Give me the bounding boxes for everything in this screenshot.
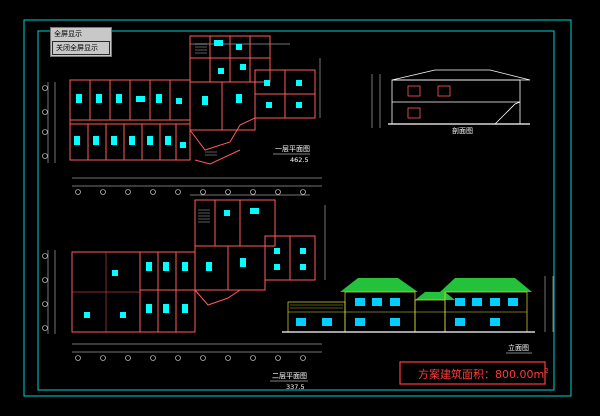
sheet-inner-frame (37, 30, 555, 391)
sheet-outer-frame (23, 19, 572, 397)
first-floor-plan: 一层平面图 462.5 (42, 35, 322, 195)
elevation-title: 立面图 (508, 343, 529, 352)
plan1-title: 一层平面图 (275, 145, 310, 153)
plan2-area: 337.5 (286, 383, 305, 391)
context-menu: 全屏显示 关闭全屏显示 (50, 27, 112, 57)
plan1-area: 462.5 (290, 156, 309, 164)
building-section: 剖面图 (371, 69, 531, 135)
front-elevation: 立面图 (282, 276, 554, 354)
menu-item-fullscreen[interactable]: 全屏显示 (54, 30, 82, 38)
building-area-note: 方案建筑面积：800.00m2 (399, 361, 549, 385)
menu-item-exit-fullscreen[interactable]: 关闭全屏显示 (52, 41, 110, 55)
second-floor-plan: 二层平面图 337.5 (42, 194, 326, 391)
section-title: 剖面图 (452, 126, 473, 135)
plan2-title: 二层平面图 (272, 372, 307, 380)
area-note-label: 方案建筑面积：800.00m2 (418, 367, 549, 381)
